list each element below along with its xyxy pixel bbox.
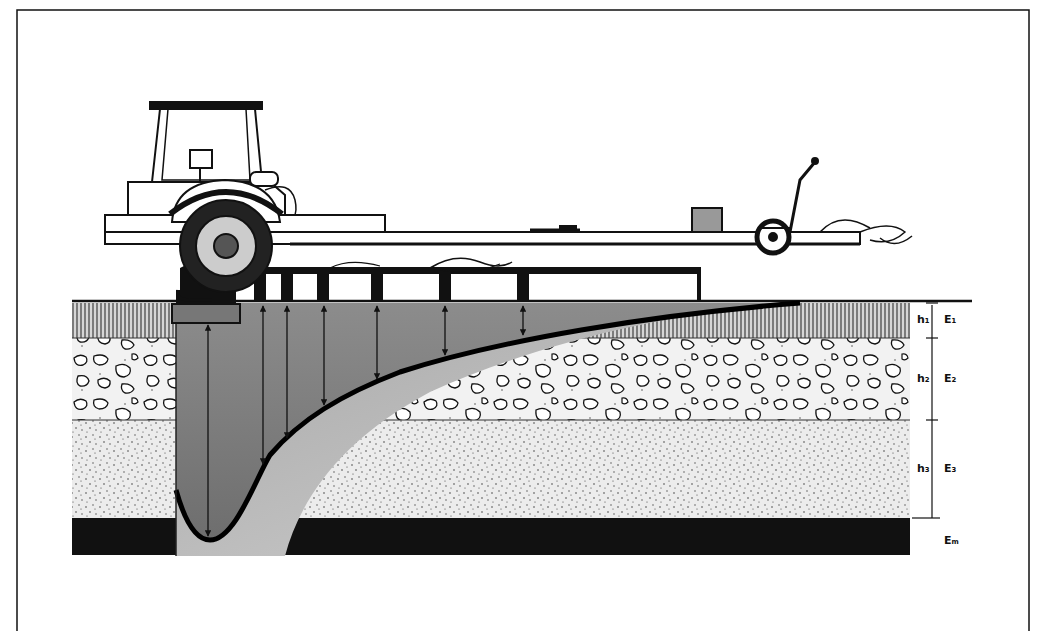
- layer-modulus-label: E₂: [944, 372, 956, 385]
- tractor: [105, 102, 385, 300]
- deflection-basin: [176, 303, 800, 556]
- layer-modulus-label: E₁: [944, 313, 956, 326]
- frame: [17, 10, 1029, 631]
- layer-modulus-label: E₃: [944, 462, 956, 475]
- thickness-dimension: [912, 303, 940, 518]
- layer-thickness-label: h₃: [917, 462, 930, 475]
- layer-thickness-label: h₂: [917, 372, 930, 385]
- deflection-arrows: [208, 306, 523, 536]
- pavement-layers: [72, 301, 972, 555]
- layer-thickness-label: h₁: [917, 313, 930, 326]
- subgrade-modulus-label: Eₘ: [944, 534, 959, 547]
